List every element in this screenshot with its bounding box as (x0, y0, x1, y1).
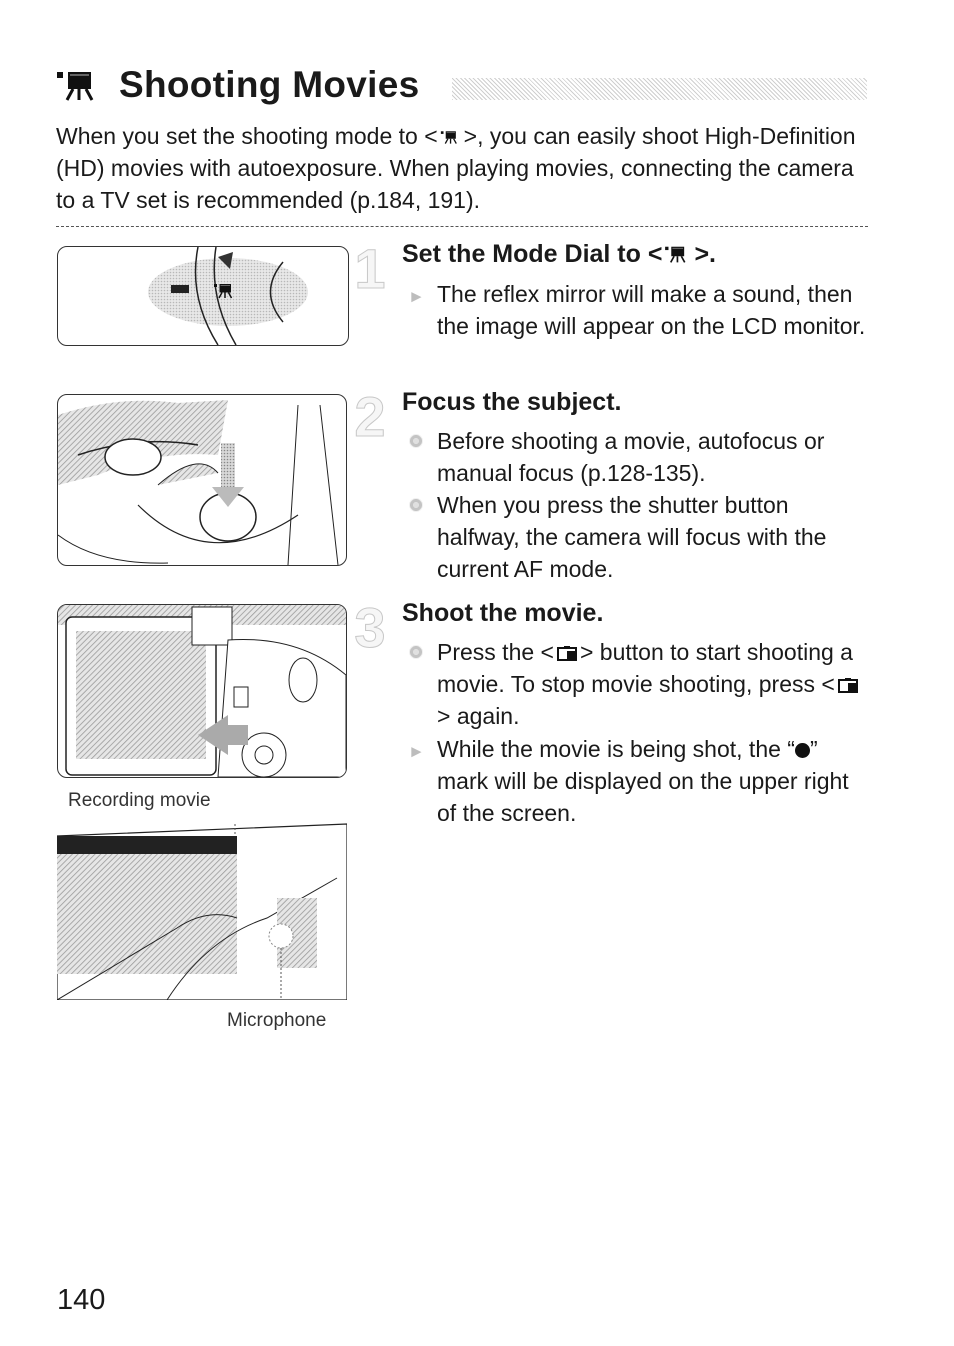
shutter-button-illustration (57, 394, 347, 566)
divider (56, 226, 868, 227)
title-decoration-bar (452, 78, 867, 100)
microphone-caption: Microphone (227, 1010, 327, 1031)
microphone-illustration (56, 818, 348, 1001)
arrow-icon: ► (408, 742, 425, 761)
recording-dot-icon (794, 743, 810, 758)
step-title: Shoot the movie. (402, 599, 604, 627)
page-number: 140 (57, 1284, 106, 1316)
movie-mode-icon (55, 68, 105, 102)
lcd-monitor-illustration (57, 604, 347, 778)
mode-dial-illustration (57, 246, 349, 346)
step-text: While the movie is being shot, the “” ma… (437, 736, 849, 826)
step-title: Set the Mode Dial to <>. (402, 240, 716, 268)
live-view-button-icon (837, 677, 859, 693)
intro-paragraph: When you set the shooting mode to <>, yo… (56, 123, 856, 213)
step-number: 1 (354, 237, 386, 301)
bullet-icon (409, 434, 423, 448)
movie-mode-icon (664, 244, 692, 264)
step-number: 3 (354, 596, 386, 660)
arrow-icon: ► (408, 287, 425, 306)
live-view-button-icon (556, 645, 578, 661)
step-text: When you press the shutter button halfwa… (437, 492, 827, 582)
step-number: 2 (354, 385, 386, 449)
step-text: The reflex mirror will make a sound, the… (437, 281, 866, 339)
page-title: Shooting Movies (119, 64, 420, 105)
section-heading: Shooting Movies (55, 62, 420, 108)
step-title: Focus the subject. (402, 388, 622, 416)
step-text: Press the <> button to start shooting a … (437, 636, 867, 732)
bullet-icon (409, 498, 423, 512)
movie-mode-icon (440, 129, 462, 145)
step-text: Before shooting a movie, autofocus or ma… (437, 428, 825, 486)
bullet-icon (409, 645, 423, 659)
recording-movie-caption: Recording movie (68, 790, 211, 811)
